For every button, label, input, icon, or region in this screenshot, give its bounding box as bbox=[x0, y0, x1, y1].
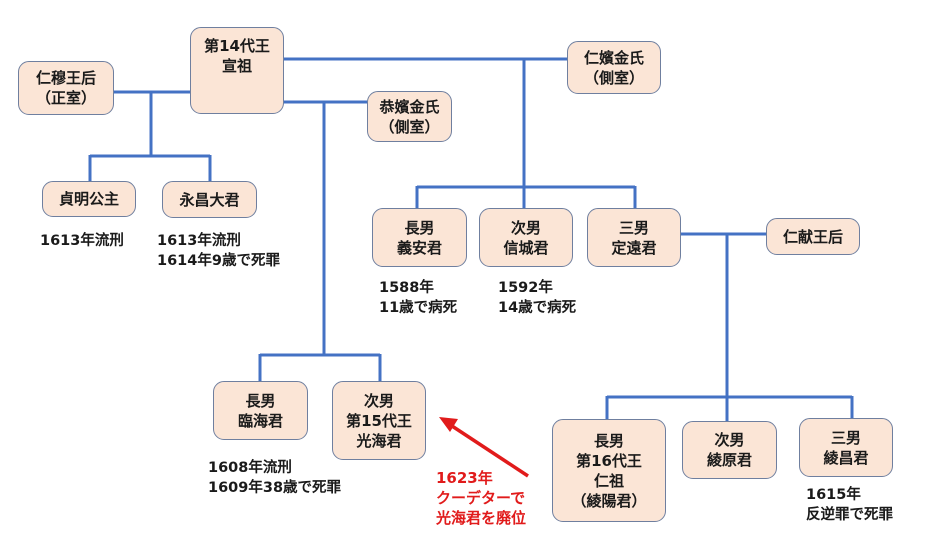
node-line: 仁穆王后 bbox=[35, 69, 96, 87]
note-uian: 1588年 11歳で病死 bbox=[379, 278, 457, 318]
node-line: 綾昌君 bbox=[823, 448, 869, 467]
node-sinseong: 次男 信城君 bbox=[479, 208, 573, 267]
node-line: 長男 bbox=[404, 218, 435, 237]
note-coup: 1623年 クーデターで 光海君を廃位 bbox=[436, 468, 526, 528]
node-inbin: 仁嬪金氏 （側室） bbox=[567, 41, 661, 94]
node-line: 綾原君 bbox=[706, 451, 752, 469]
note-line: 1588年 bbox=[379, 280, 434, 296]
node-line: 三男 bbox=[618, 218, 649, 237]
node-neungchang: 三男 綾昌君 bbox=[799, 418, 893, 477]
node-line: 宣祖 bbox=[221, 57, 252, 75]
node-line: 次男 bbox=[714, 431, 745, 449]
node-line: 第15代王 bbox=[346, 411, 412, 430]
node-imhae: 長男 臨海君 bbox=[213, 381, 308, 440]
note-line: 14歳で病死 bbox=[498, 300, 577, 316]
node-jeongwon: 三男 定遠君 bbox=[587, 208, 681, 267]
node-line: 義安君 bbox=[396, 238, 442, 257]
node-line: （側室） bbox=[379, 117, 440, 136]
node-seonjo: 第14代王 宣祖 bbox=[190, 27, 284, 114]
note-line: クーデターで bbox=[436, 489, 526, 507]
node-line: 仁祖 bbox=[593, 471, 624, 490]
note-imhae: 1608年流刑 1609年38歳で死罪 bbox=[208, 458, 341, 498]
node-queen-inmok: 仁穆王后 （正室） bbox=[18, 61, 114, 115]
note-line: 光海君を廃位 bbox=[436, 509, 527, 527]
node-line: （綾陽君） bbox=[571, 491, 647, 510]
node-line: 第14代王 bbox=[204, 37, 270, 55]
note-line: 1592年 bbox=[498, 280, 553, 296]
node-line: 貞明公主 bbox=[58, 190, 119, 208]
note-line: 1613年流刑 bbox=[157, 233, 241, 249]
node-line: （側室） bbox=[583, 68, 644, 87]
coup-arrow bbox=[439, 417, 529, 478]
node-line: 永昌大君 bbox=[179, 190, 240, 209]
note-line: 反逆罪で死罪 bbox=[806, 507, 893, 523]
node-gongbin: 恭嬪金氏 （側室） bbox=[367, 91, 452, 142]
note-line: 1608年流刑 bbox=[208, 460, 292, 476]
node-jeongmyeong: 貞明公主 bbox=[42, 181, 136, 217]
node-injo: 長男 第16代王 仁祖 （綾陽君） bbox=[552, 419, 666, 522]
node-neungwon: 次男 綾原君 bbox=[682, 421, 777, 479]
note-line: 1613年流刑 bbox=[40, 233, 124, 249]
node-queen-inheon: 仁献王后 bbox=[766, 218, 860, 255]
node-line: 臨海君 bbox=[237, 411, 283, 430]
node-line: 次男 bbox=[510, 218, 541, 237]
note-neungchang: 1615年 反逆罪で死罪 bbox=[806, 485, 893, 525]
node-line: 長男 bbox=[245, 391, 276, 410]
node-yeongchang: 永昌大君 bbox=[162, 181, 257, 218]
node-line: 第16代王 bbox=[576, 451, 642, 470]
node-line: （正室） bbox=[35, 89, 96, 107]
note-line: 1614年9歳で死罪 bbox=[157, 253, 280, 269]
node-gwanghae: 次男 第15代王 光海君 bbox=[332, 381, 426, 460]
node-line: 光海君 bbox=[356, 431, 402, 450]
node-line: 長男 bbox=[593, 431, 624, 450]
node-line: 三男 bbox=[830, 428, 861, 447]
node-line: 定遠君 bbox=[611, 238, 657, 257]
node-line: 信城君 bbox=[503, 238, 549, 257]
node-line: 仁嬪金氏 bbox=[583, 48, 644, 67]
note-yeongchang: 1613年流刑 1614年9歳で死罪 bbox=[157, 231, 280, 271]
note-sinseong: 1592年 14歳で病死 bbox=[498, 278, 576, 318]
node-line: 次男 bbox=[363, 391, 394, 410]
note-line: 11歳で病死 bbox=[379, 300, 458, 316]
node-line: 恭嬪金氏 bbox=[379, 97, 440, 116]
note-line: 1609年38歳で死罪 bbox=[208, 480, 342, 496]
node-uian: 長男 義安君 bbox=[372, 208, 467, 267]
node-line: 仁献王后 bbox=[782, 227, 843, 246]
note-line: 1615年 bbox=[806, 487, 861, 503]
note-jeongmyeong: 1613年流刑 bbox=[40, 231, 124, 251]
note-line: 1623年 bbox=[436, 469, 493, 487]
